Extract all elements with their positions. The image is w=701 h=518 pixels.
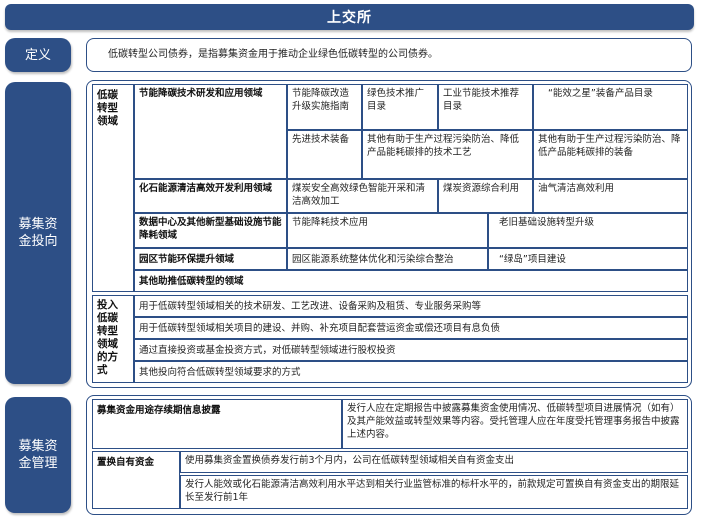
investment-label: 募集资 金投向 [5,82,71,384]
domain-item: 老旧基础设施转型升级 [488,213,688,248]
domain-name: 数据中心及其他新型基础设施节能降耗领域 [134,213,287,248]
page-title: 上交所 [5,4,694,30]
domain-item: 油气清洁高效利用 [533,179,688,213]
definition-label: 定义 [5,38,71,72]
domain-item: 节能降耗技术应用 [287,213,488,248]
replace-text-2: 发行人能效或化石能源清洁高效利用水平达到相关行业监管标准的标杆水平的，前款规定可… [180,475,688,509]
method-item: 其他投向符合低碳转型领域要求的方式 [134,361,688,383]
domain-item: “能效之星”装备产品目录 [533,84,688,130]
domain-name: 园区节能环保提升领域 [134,248,287,270]
method-item: 用于低碳转型领域相关项目的建设、并购、补充项目配套营运资金或偿还项目有息负债 [134,317,688,339]
domain-name: 节能降碳技术研发和应用领域 [134,84,287,179]
domain-item: 工业节能技术推荐目录 [438,84,533,130]
replace-text-1: 使用募集资金置换债券发行前3个月内，公司在低碳转型领域相关自有资金支出 [180,451,688,473]
domain-item: 先进技术装备 [287,130,362,179]
domain-item: 其他有助于生产过程污染防治、降低产品能耗碳排的装备 [533,130,688,179]
definition-panel [86,38,692,72]
methods-label: 投入 低碳 转型 领域 的方 式 [92,295,134,383]
domain-item: 煤炭资源综合利用 [438,179,533,213]
domain-name: 化石能源清洁高效开发利用领域 [134,179,287,213]
domain-item: 绿色技术推广目录 [362,84,438,130]
domain-item: 煤炭安全高效绿色智能开采和清洁高效加工 [287,179,438,213]
domains-label: 低碳 转型 领域 [92,84,134,292]
disclosure-name: 募集资金用途存续期信息披露 [92,399,342,449]
domain-item: 节能降碳改造升级实施指南 [287,84,362,130]
domain-item: 园区能源系统整体优化和污染综合整治 [287,248,488,270]
domain-item: 其他有助于生产过程污染防治、降低产品能耗碳排的技术工艺 [362,130,533,179]
domain-name: 其他助推低碳转型的领域 [134,270,688,292]
replace-name: 置换自有资金 [92,451,180,509]
method-item: 用于低碳转型领域相关的技术研发、工艺改进、设备采购及租赁、专业服务采购等 [134,295,688,317]
method-item: 通过直接投资或基金投资方式，对低碳转型领域进行股权投资 [134,339,688,361]
management-label: 募集资 金管理 [5,397,71,513]
definition-text: 低碳转型公司债券，是指募集资金用于推动企业绿色低碳转型的公司债券。 [108,49,438,60]
domain-item: “绿岛”项目建设 [488,248,688,270]
disclosure-text: 发行人应在定期报告中披露募集资金使用情况、低碳转型项目进展情况（如有）及其产能效… [342,399,688,449]
